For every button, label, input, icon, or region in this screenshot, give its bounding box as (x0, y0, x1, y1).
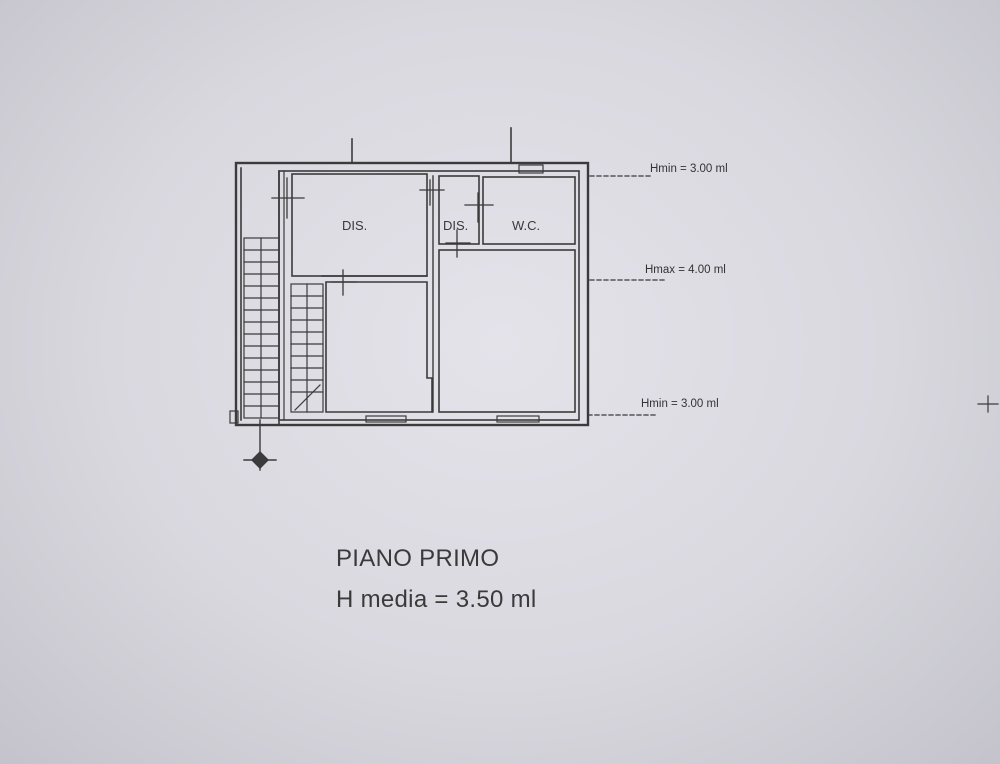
door-marks (271, 177, 494, 296)
outer-wall (234, 161, 590, 427)
vent-box (518, 164, 544, 174)
height-label-top: Hmin = 3.00 ml (650, 163, 728, 175)
height-label-bottom: Hmin = 3.00 ml (641, 398, 719, 410)
room-wc-walls (482, 176, 576, 245)
stair-inner (290, 283, 324, 413)
inner-wall-outline (278, 170, 580, 421)
floor-name: PIANO PRIMO (336, 545, 500, 572)
room-label-dis-2: DIS. (443, 218, 468, 233)
entry-step (229, 410, 239, 424)
average-height: H media = 3.50 ml (336, 586, 537, 613)
room-right-walls (438, 249, 576, 413)
crosshair-icon (977, 395, 999, 413)
window-2 (496, 415, 540, 423)
room-label-dis-1: DIS. (342, 218, 367, 233)
section-marker-icon (243, 419, 277, 471)
stair-left (243, 237, 280, 419)
room-dis-2-walls (438, 175, 480, 245)
room-label-wc: W.C. (512, 218, 540, 233)
window-1 (365, 415, 407, 423)
room-middle-walls (325, 281, 433, 413)
height-label-mid: Hmax = 4.00 ml (645, 264, 726, 276)
